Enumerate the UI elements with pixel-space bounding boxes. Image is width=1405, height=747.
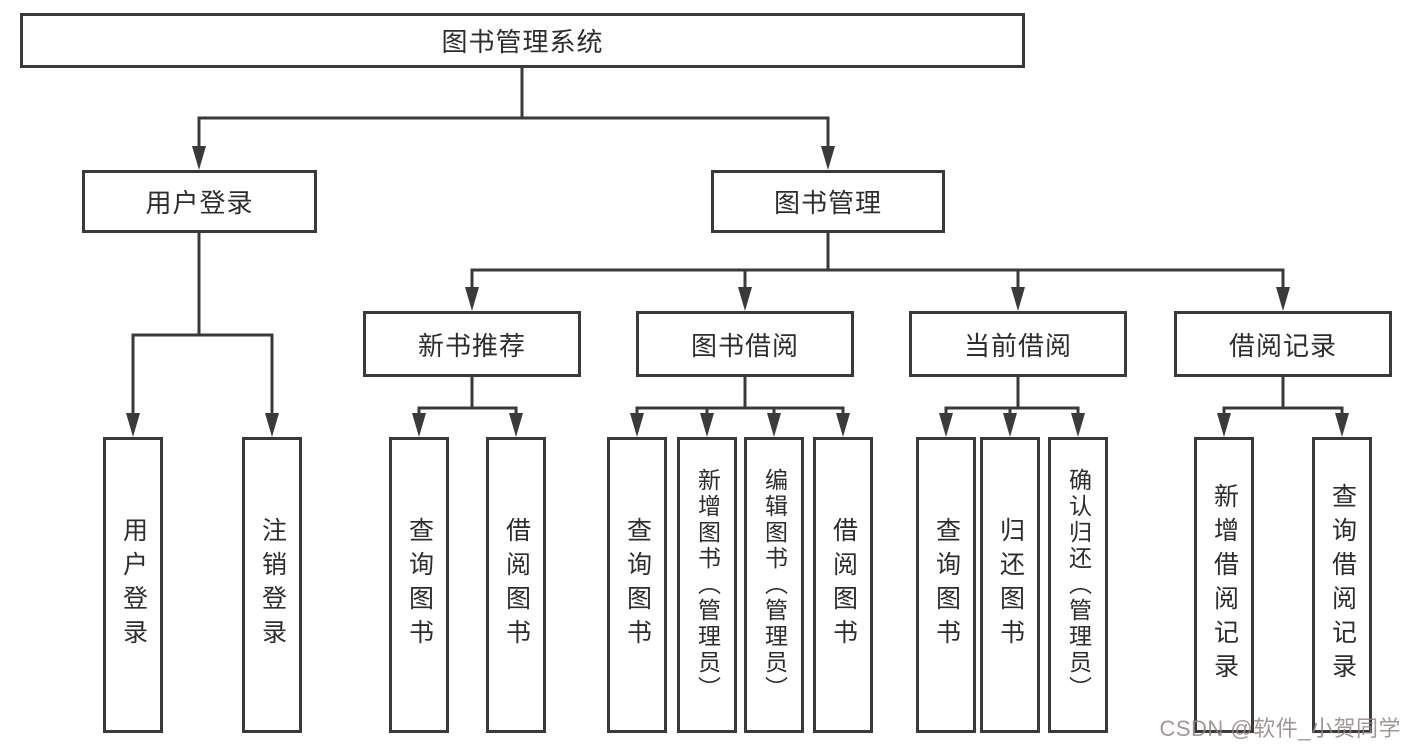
leaf-add-borrow-record: 新增借阅记录 (1194, 437, 1254, 733)
leaf-edit-book-admin: 编辑图书（管理员） (744, 437, 804, 733)
arrow-icon (126, 413, 140, 437)
leaf-label: 新增图书（管理员） (694, 468, 721, 702)
leaf-confirm-return-admin: 确认归还（管理员） (1048, 437, 1108, 733)
arrow-icon (630, 413, 644, 437)
arrow-icon (1071, 413, 1085, 437)
leaf-newbook-borrow-books: 借阅图书 (486, 437, 546, 733)
wire-new-book-split (417, 375, 518, 421)
leaf-label: 借阅图书 (829, 517, 858, 653)
arrow-icon (1003, 413, 1017, 437)
arrow-icon (265, 413, 279, 437)
arrow-icon (939, 413, 953, 437)
leaf-user-login: 用户登录 (103, 437, 163, 733)
leaf-label: 确认归还（管理员） (1065, 468, 1092, 702)
arrow-icon (412, 413, 426, 437)
node-borrow-records: 借阅记录 (1174, 311, 1392, 377)
leaf-label: 用户登录 (119, 517, 148, 653)
node-book-management: 图书管理 (711, 170, 945, 233)
leaf-label: 归还图书 (996, 517, 1025, 653)
arrow-icon (509, 413, 523, 437)
arrow-icon (1011, 287, 1025, 311)
leaf-label: 注销登录 (258, 517, 287, 653)
leaf-label: 查询图书 (405, 517, 434, 653)
csdn-watermark: CSDN @软件_小贺同学 (1159, 716, 1401, 741)
arrowheads (126, 146, 1349, 437)
wire-user-login-split (131, 231, 274, 421)
leaf-label: 新增借阅记录 (1210, 483, 1239, 687)
leaf-label: 借阅图书 (502, 517, 531, 653)
leaf-query-borrow-record: 查询借阅记录 (1312, 437, 1372, 733)
node-new-book-recommend: 新书推荐 (363, 311, 581, 377)
arrow-icon (1217, 413, 1231, 437)
leaf-borrow-books: 借阅图书 (813, 437, 873, 733)
node-root: 图书管理系统 (20, 13, 1025, 68)
leaf-return-book: 归还图书 (980, 437, 1040, 733)
wire-borrow-records-split (1222, 375, 1344, 421)
wire-root-split (197, 66, 830, 152)
leaf-label: 查询借阅记录 (1328, 483, 1357, 687)
node-user-login: 用户登录 (82, 170, 317, 233)
node-current-borrow: 当前借阅 (909, 311, 1127, 377)
wire-book-borrow-split (635, 375, 845, 421)
leaf-label: 编辑图书（管理员） (761, 468, 788, 702)
node-book-borrow: 图书借阅 (636, 311, 854, 377)
arrow-icon (821, 146, 835, 170)
wire-book-management-split (470, 231, 1285, 295)
leaf-label: 查询图书 (623, 517, 652, 653)
arrow-icon (767, 413, 781, 437)
leaf-newbook-query-books: 查询图书 (389, 437, 449, 733)
leaf-borrow-query-books: 查询图书 (607, 437, 667, 733)
wire-current-borrow-split (944, 375, 1080, 421)
arrow-icon (465, 287, 479, 311)
arrow-icon (738, 287, 752, 311)
leaf-logout: 注销登录 (242, 437, 302, 733)
leaf-current-query-books: 查询图书 (916, 437, 976, 733)
arrow-icon (1276, 287, 1290, 311)
leaf-add-book-admin: 新增图书（管理员） (677, 437, 737, 733)
leaf-label: 查询图书 (932, 517, 961, 653)
arrow-icon (192, 146, 206, 170)
arrow-icon (836, 413, 850, 437)
arrow-icon (700, 413, 714, 437)
arrow-icon (1335, 413, 1349, 437)
